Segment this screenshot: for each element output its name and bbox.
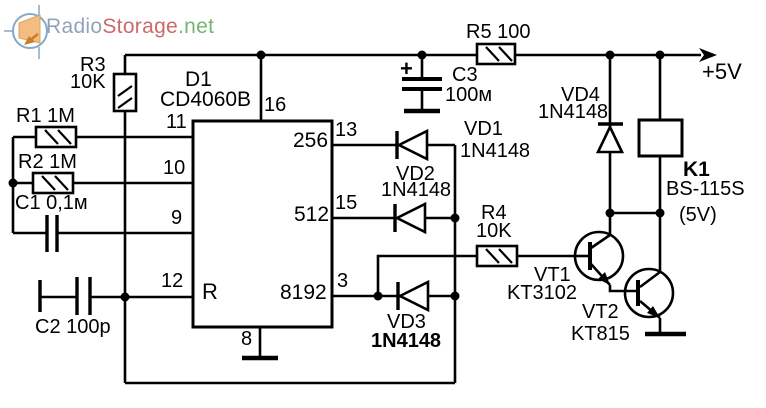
transistor-vt1-value: KT3102	[507, 282, 578, 304]
transistor-vt1-symbol	[575, 213, 637, 293]
capacitor-c3-ref: C3	[452, 64, 478, 86]
ic-out8192-label: 8192	[280, 281, 327, 304]
relay-coil-symbol	[637, 118, 684, 158]
transistor-vt1-ref: VT1	[534, 264, 571, 286]
ic-pin11-label: 11	[166, 111, 187, 133]
relay-part-label: BS-115S	[666, 178, 745, 200]
ic-ref-label: D1	[185, 68, 212, 91]
resistor-r3-value: 10K	[70, 71, 106, 93]
logo-storage: Storage	[102, 15, 179, 38]
capacitor-c3-polarity: +	[400, 56, 413, 81]
resistor-r2-label: R2 1M	[18, 151, 77, 173]
ic-pin12-label: 12	[161, 270, 184, 292]
ic-part-label: CD4060B	[160, 88, 252, 111]
transistor-vt2-ref: VT2	[582, 301, 619, 323]
junction-dots	[8, 50, 665, 302]
resistor-r4-symbol	[475, 244, 519, 268]
ic-pin15-label: 15	[335, 192, 358, 214]
ic-pin13-label: 13	[335, 119, 358, 141]
diode-vd2-symbol	[393, 201, 427, 235]
diode-vd4-ref: VD4	[561, 84, 600, 106]
resistor-r4-ref: R4	[481, 202, 507, 224]
relay-ref-label: K1	[683, 158, 710, 181]
transistor-vt2-value: KT815	[571, 323, 630, 345]
ic-pin9-label: 9	[171, 207, 183, 229]
diode-vd3-value: 1N4148	[371, 330, 442, 352]
diode-vd4-symbol	[595, 122, 625, 154]
ground-symbols	[242, 108, 686, 361]
resistor-r1-symbol	[34, 125, 78, 149]
capacitor-c1-label: C1 0,1м	[15, 192, 88, 214]
capacitor-c1-symbol	[45, 215, 59, 252]
logo-radio: Radio	[46, 15, 103, 38]
diode-vd2-value: 1N4148	[381, 179, 452, 201]
capacitor-c3-value: 100м	[445, 84, 493, 106]
ic-out512-label: 512	[294, 203, 330, 226]
ic-pin16-label: 16	[264, 94, 287, 116]
ic-pin8-label: 8	[241, 328, 253, 350]
diode-symbols	[393, 122, 625, 313]
ic-cd4060-outline	[191, 119, 334, 329]
capacitor-c2-label: C2 100p	[35, 316, 111, 338]
diode-vd3-symbol	[396, 279, 430, 313]
resistor-r5-label: R5 100	[466, 21, 531, 43]
logo-net: .net	[178, 15, 215, 38]
capacitor-symbols	[38, 77, 442, 315]
diode-vd1-symbol	[395, 128, 429, 162]
resistor-r4-value: 10K	[476, 220, 512, 242]
resistor-r1-label: R1 1M	[16, 105, 75, 127]
resistor-r3-ref: R3	[80, 54, 106, 76]
resistor-r2-symbol	[31, 171, 75, 195]
transistor-symbols	[573, 213, 675, 333]
supply-label: +5V	[702, 59, 742, 84]
capacitor-c3-symbol	[402, 77, 442, 91]
transistor-vt2-symbol	[636, 213, 662, 333]
supply-arrow-icon	[699, 48, 717, 62]
ic-pin10-label: 10	[163, 157, 186, 179]
diode-vd1-value: 1N4148	[460, 140, 531, 162]
ic-pin3-label: 3	[337, 270, 349, 292]
ic-out256-label: 256	[293, 129, 329, 152]
diode-vd1-ref: VD1	[464, 118, 503, 140]
capacitor-c2-symbol	[38, 277, 92, 315]
diode-vd4-value: 1N4148	[538, 101, 609, 123]
diode-vd2-ref: VD2	[396, 163, 435, 185]
diode-vd3-ref: VD3	[387, 311, 426, 333]
radiostorage-logo-text: RadioStorage.net	[46, 16, 214, 37]
ic-reset-label: R	[202, 279, 218, 304]
resistor-r3-symbol	[112, 72, 138, 113]
resistor-r5-symbol	[475, 42, 517, 66]
resistor-symbols	[31, 42, 519, 268]
radiostorage-logo-icon	[4, 5, 48, 59]
relay-voltage-label: (5V)	[679, 204, 717, 226]
